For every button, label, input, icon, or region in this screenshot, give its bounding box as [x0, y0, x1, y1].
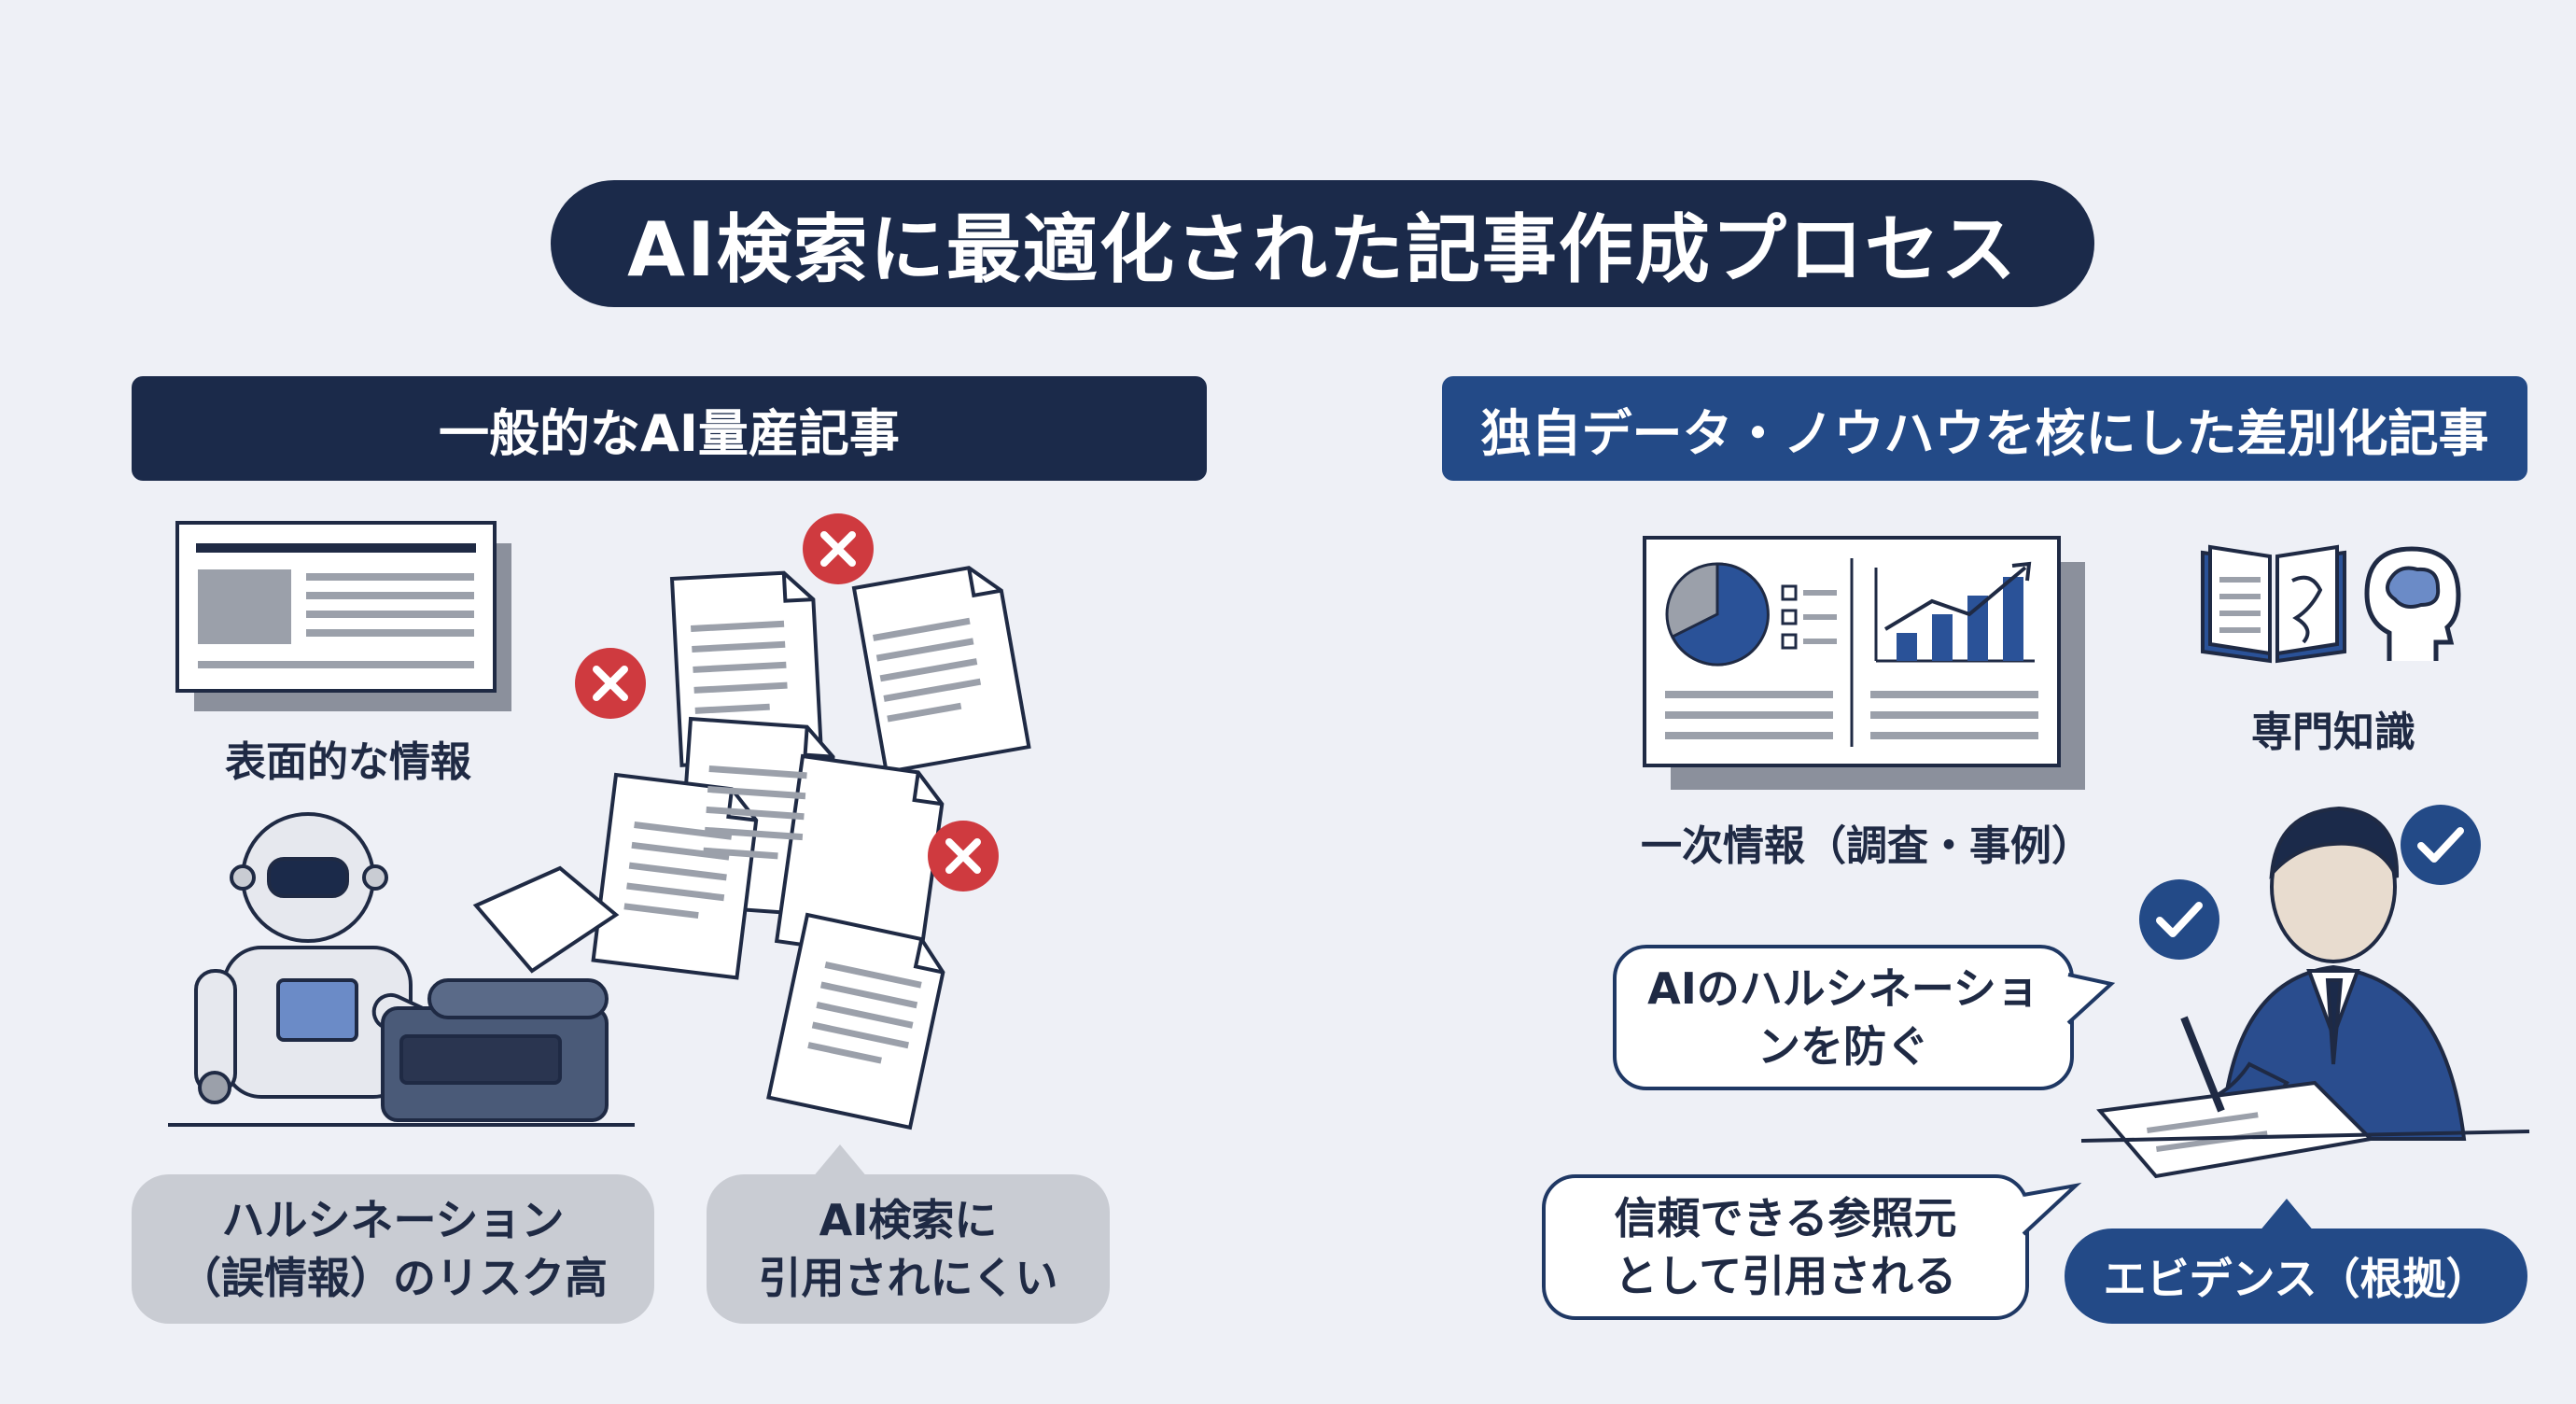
scattered-documents: [591, 566, 1031, 1130]
bubble-line: ハルシネーション: [221, 1195, 565, 1245]
brain-head-icon: [2364, 546, 2461, 661]
check-mark-icon: [2401, 805, 2481, 885]
bubble-line: 信頼できる参照元: [1614, 1193, 1957, 1243]
right-section-header: 独自データ・ノウハウを核にした差別化記事: [1442, 376, 2527, 481]
x-mark-icon: [803, 513, 874, 584]
x-mark-icon: [928, 821, 999, 892]
trusted-reference-bubble: 信頼できる参照元 として引用される: [1542, 1174, 2029, 1320]
bubble-pointer-icon: [2259, 1199, 2315, 1232]
primary-info-label: 一次情報（調査・事例）: [1641, 822, 2093, 870]
surface-info-label: 表面的な情報: [225, 738, 471, 786]
robot-typewriter-illustration: [168, 812, 635, 1127]
bubble-pointer-icon: [812, 1144, 868, 1178]
bubble-line: AIのハルシネーショ: [1647, 963, 2039, 1014]
x-mark-icon: [575, 648, 646, 719]
primary-data-report-icon: [1643, 536, 2085, 790]
check-mark-icon: [2139, 879, 2219, 960]
left-section-header: 一般的なAI量産記事: [132, 376, 1207, 481]
book-icon: [2201, 544, 2346, 664]
bubble-pointer-icon: [2066, 973, 2116, 1025]
bubble-line: ンを防ぐ: [1757, 1021, 1929, 1072]
expertise-label: 専門知識: [2251, 709, 2415, 756]
bubble-line: 引用されにくい: [758, 1253, 1058, 1303]
bubble-pointer-icon: [2022, 1182, 2082, 1236]
surface-article-icon: [175, 521, 511, 711]
evidence-badge: エビデンス（根拠）: [2065, 1228, 2527, 1324]
bubble-line: として引用される: [1614, 1251, 1957, 1301]
prevent-hallucination-bubble: AIのハルシネーショ ンを防ぐ: [1613, 945, 2074, 1090]
low-citation-bubble: AI検索に 引用されにくい: [707, 1174, 1110, 1324]
expert-writing-illustration: [2080, 806, 2530, 1179]
page-title: AI検索に最適化された記事作成プロセス: [551, 180, 2094, 307]
bubble-line: （誤情報）のリスク高: [178, 1253, 608, 1303]
hallucination-risk-bubble: ハルシネーション （誤情報）のリスク高: [132, 1174, 654, 1324]
bubble-line: AI検索に: [819, 1195, 998, 1245]
